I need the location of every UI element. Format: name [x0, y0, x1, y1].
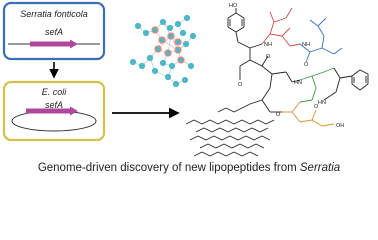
label-hn-2: HN: [318, 100, 326, 106]
caption-prefix: Genome-driven discovery of new lipopepti…: [37, 162, 300, 174]
label-nh-2: NH: [302, 42, 310, 48]
label-o-3: O: [238, 82, 243, 88]
label-oh: OH: [336, 123, 344, 129]
sefa-gene-label-bottom: sefA: [45, 100, 63, 110]
serratia-box: Serratia fonticola sefA: [2, 1, 106, 61]
label-o-2: O: [304, 62, 309, 68]
sefa-gene-label-top: sefA: [45, 27, 63, 37]
label-o-4: O: [276, 112, 281, 118]
sefa-gene-arrow-bottom: [26, 106, 78, 116]
serratia-label: Serratia fonticola: [20, 9, 88, 19]
sefa-gene-arrow-top: [30, 39, 78, 49]
lipopeptide-structure: [185, 7, 369, 157]
chem-labels: HO NH NH HN HN O O O O O OH: [229, 3, 344, 129]
ecoli-label: E. coli: [42, 87, 68, 97]
label-nh-1: NH: [264, 42, 272, 48]
figure-caption: Genome-driven discovery of new lipopepti…: [0, 162, 378, 174]
caption-genus: Serratia: [299, 162, 341, 174]
graphical-abstract: Serratia fonticola sefA E. coli sefA: [2, 1, 369, 157]
molecular-network: [129, 14, 197, 88]
label-hn-1: HN: [294, 80, 302, 86]
label-o-1: O: [266, 54, 271, 60]
ecoli-box: E. coli sefA: [2, 80, 106, 142]
label-ho: HO: [229, 3, 238, 9]
label-o-5: O: [314, 104, 319, 110]
